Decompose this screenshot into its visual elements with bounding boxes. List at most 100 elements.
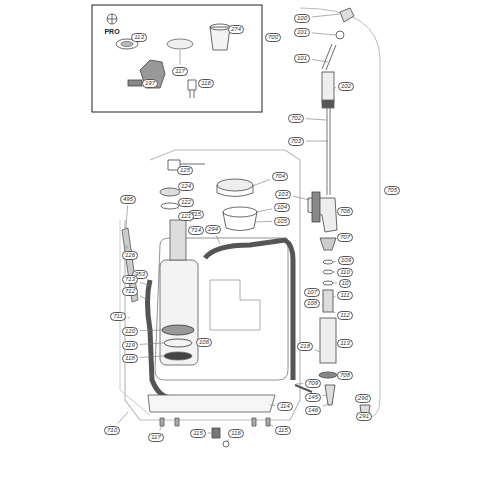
callout-number: 115 — [275, 426, 291, 435]
callout-number: 106 — [196, 338, 212, 347]
callout-number: 145 — [305, 393, 321, 402]
leader-line — [150, 75, 151, 77]
leader-line — [323, 395, 327, 397]
callout-number: 102 — [338, 82, 354, 91]
leader-line — [252, 180, 270, 186]
tank — [161, 203, 179, 209]
callout-number: 124 — [178, 182, 194, 191]
pump-cylinder — [122, 228, 138, 302]
pump-cylinder — [164, 352, 192, 360]
lance-assembly — [322, 72, 334, 102]
callout-number: 709 — [305, 379, 321, 388]
lance-assembly — [323, 281, 333, 285]
hoses — [148, 280, 176, 398]
leader-line — [208, 433, 213, 434]
leader-line — [256, 209, 272, 212]
pump-cylinder — [170, 220, 186, 260]
tank — [160, 188, 180, 196]
callout-number: 101 — [294, 54, 310, 63]
leader-line — [306, 119, 326, 120]
leader-line — [118, 412, 128, 424]
leader-line — [140, 356, 164, 357]
leader-line — [333, 283, 337, 284]
inset-parts — [116, 24, 230, 98]
tank — [217, 179, 253, 191]
inset-frame — [92, 5, 262, 112]
callout-number: 495 — [120, 195, 136, 204]
callout-number: 706 — [337, 207, 353, 216]
lance-assembly — [322, 100, 334, 108]
leader-line — [130, 43, 132, 45]
lance-assembly — [320, 318, 336, 363]
leader-line — [140, 296, 148, 300]
lance-assembly — [323, 290, 333, 312]
callout-number: 120 — [122, 327, 138, 336]
callout-number: 711 — [110, 312, 126, 321]
callout-number: 119 — [122, 341, 138, 350]
leader-line — [180, 50, 181, 65]
callout-number: 146 — [305, 406, 321, 415]
callout-number: 710 — [104, 426, 120, 435]
tank — [155, 160, 288, 380]
leader-line — [128, 317, 130, 318]
callout-number: 704 — [272, 172, 288, 181]
callout-number: 291 — [356, 412, 372, 421]
leader-line — [126, 206, 128, 229]
base-plate — [212, 428, 220, 438]
lance-assembly — [322, 44, 336, 70]
callout-number: 100 — [294, 14, 310, 23]
callout-number: 112 — [337, 311, 353, 320]
callout-number: 109 — [338, 256, 354, 265]
callout-number: 708 — [337, 371, 353, 380]
hoses — [205, 240, 293, 380]
inset-parts — [121, 42, 133, 47]
badge-text: PRO — [102, 28, 121, 35]
callout-number: 116 — [228, 429, 244, 438]
leader-line — [322, 295, 324, 296]
callout-number: 107 — [304, 288, 320, 297]
tank — [223, 212, 257, 231]
leader-line — [126, 245, 127, 249]
tank — [223, 207, 257, 217]
inset-frame — [107, 14, 117, 24]
callout-number: 703 — [288, 137, 304, 146]
callout-number: 118 — [122, 354, 138, 363]
leader-line — [315, 350, 320, 352]
callout-number: 117 — [148, 433, 164, 442]
callout-number: 117 — [172, 67, 188, 76]
inset-parts — [167, 39, 193, 49]
leader-line — [322, 304, 324, 305]
leader-line — [270, 405, 275, 406]
callout-number: 125 — [177, 166, 193, 175]
leader-line — [225, 31, 227, 32]
pump-cylinder — [160, 260, 198, 365]
tank — [210, 280, 260, 330]
callout-number: 707 — [337, 233, 353, 242]
pump-cylinder — [122, 220, 198, 365]
callout-number: 111 — [337, 291, 352, 300]
callout-number: 114 — [277, 402, 293, 411]
inset-parts — [188, 80, 196, 98]
lance-assembly — [336, 31, 344, 39]
harness-frame — [125, 150, 300, 420]
leader-line — [226, 440, 229, 443]
tank — [217, 185, 253, 197]
leader-line — [306, 141, 328, 142]
inset-frame — [107, 14, 117, 24]
leader-line — [255, 221, 272, 223]
base-plate — [160, 418, 270, 426]
callout-number: 101 — [294, 28, 310, 37]
callout-number: 197 — [142, 79, 158, 88]
base-plate — [148, 395, 275, 412]
callout-number: 274 — [228, 25, 244, 34]
callout-number: 700 — [265, 33, 281, 42]
leader-line — [140, 343, 164, 344]
lance-assembly — [320, 238, 336, 250]
callout-number: 113 — [337, 339, 353, 348]
callout-number: 105 — [274, 217, 290, 226]
callout-number: 110 — [337, 268, 353, 277]
callout-number: 126 — [122, 251, 138, 260]
hoses — [148, 240, 313, 398]
